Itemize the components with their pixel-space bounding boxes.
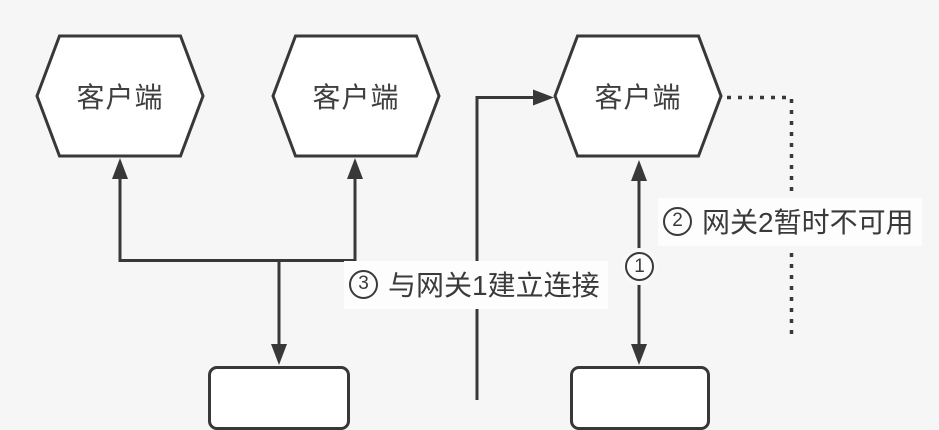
merge-connector-line — [118, 176, 357, 262]
hexagon-shape — [553, 34, 723, 158]
annotation-step2: 2 网关2暂时不可用 — [658, 198, 922, 246]
client-node-1-label: 客户端 — [76, 82, 164, 113]
arrowhead-up-client1 — [112, 158, 128, 179]
circled-number-3-icon: 3 — [349, 269, 378, 299]
circled-number-2-icon: 2 — [663, 206, 692, 236]
client-node-3: 客户端 — [553, 34, 723, 158]
client-node-1: 客户端 — [35, 34, 205, 158]
arrowhead-up-bidirectional — [631, 160, 647, 181]
circled-number-1-icon: 1 — [625, 252, 654, 281]
flow-diagram: 客户端 客户端 客户端 3 与网关1建立连接 2 网关2暂时不可用 1 — [35, 34, 922, 430]
gateway-box-2 — [570, 366, 710, 430]
client-node-2: 客户端 — [271, 34, 441, 158]
annotation-step2-text: 网关2暂时不可用 — [702, 207, 914, 238]
arrowhead-down-bidirectional — [631, 344, 647, 365]
annotation-step3-text: 与网关1建立连接 — [388, 270, 600, 301]
elbow-connector-line — [475, 96, 536, 400]
client-node-3-label: 客户端 — [594, 82, 682, 113]
arrowhead-up-client2 — [347, 158, 363, 179]
hexagon-shape — [271, 34, 441, 158]
arrowhead-right-client3 — [533, 89, 554, 106]
client-node-2-label: 客户端 — [312, 82, 400, 113]
gateway-box-1 — [208, 366, 350, 430]
hexagon-shape — [35, 34, 205, 158]
annotation-step3: 3 与网关1建立连接 — [344, 261, 608, 309]
arrowhead-down-gateway1 — [271, 344, 287, 365]
